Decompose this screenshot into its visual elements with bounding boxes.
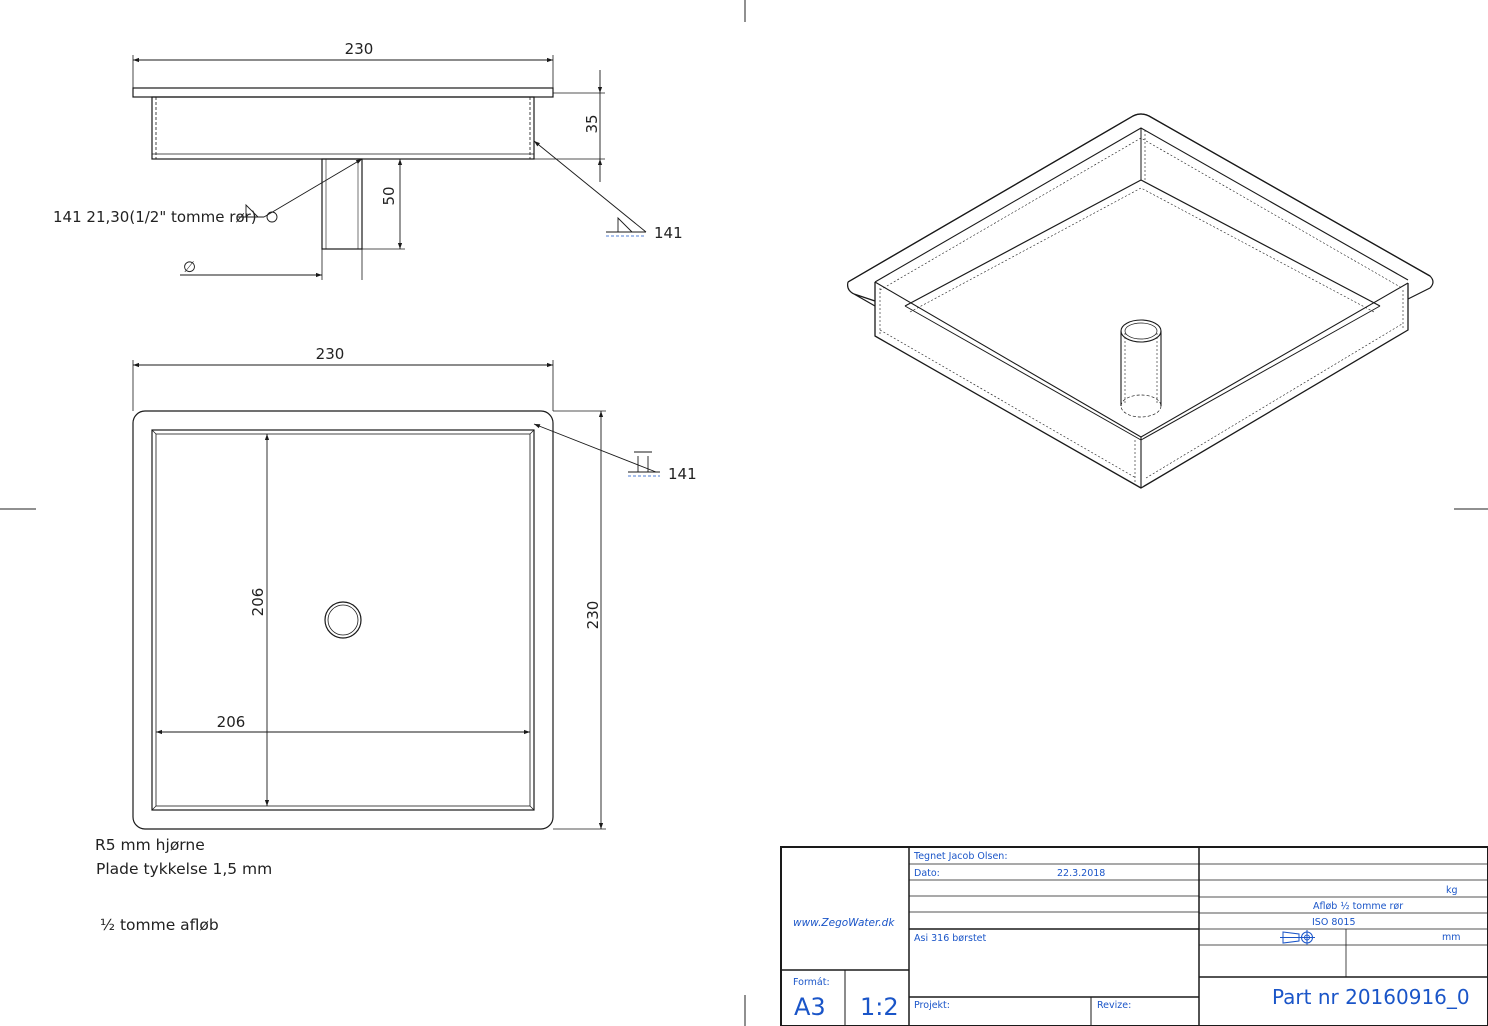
front-view — [132, 55, 647, 280]
front-width-label: 230 — [345, 40, 374, 58]
front-pipe — [321, 158, 363, 250]
unit-label: mm — [1442, 932, 1461, 943]
top-height-label: 230 — [584, 601, 602, 630]
weight-unit: kg — [1446, 885, 1458, 896]
inner-height-label: 206 — [249, 588, 267, 617]
note-drain: ½ tomme afløb — [100, 916, 219, 934]
top-view-labels: 230 230 206 206 141 — [217, 345, 697, 731]
drain-hole — [324, 601, 362, 639]
project-label: Projekt: — [914, 1000, 950, 1011]
title-block — [780, 846, 1488, 1026]
weld-left-label: 141 21,30(1/2" tomme rør) — [53, 208, 257, 226]
front-body — [151, 96, 535, 160]
note-corner-radius: R5 mm hjørne — [95, 836, 205, 854]
date-label: Dato: — [914, 868, 940, 879]
description-label: Afløb ½ tomme rør — [1313, 901, 1404, 912]
top-weld-label: 141 — [668, 465, 697, 483]
top-width-label: 230 — [316, 345, 345, 363]
isometric-view — [847, 113, 1434, 489]
drawn-by-label: Tegnet Jacob Olsen: — [914, 851, 1008, 862]
front-height-label: 35 — [583, 114, 601, 133]
top-inner-outline — [151, 429, 535, 811]
top-outer-outline — [132, 410, 554, 830]
material-label: Asi 316 børstet — [914, 933, 987, 944]
standard-label: ISO 8015 — [1312, 917, 1356, 928]
diameter-symbol: ∅ — [183, 258, 196, 276]
inner-width-label: 206 — [217, 713, 246, 731]
weld-right-label: 141 — [654, 224, 683, 242]
scale-value: 1:2 — [860, 993, 899, 1021]
website-label: www.ZegoWater.dk — [793, 917, 895, 929]
front-flange — [132, 87, 554, 98]
revision-label: Revize: — [1097, 1000, 1132, 1011]
date-value: 22.3.2018 — [1057, 868, 1106, 879]
pipe-length-label: 50 — [380, 186, 398, 205]
projection-symbol-icon — [1280, 930, 1315, 945]
top-view — [132, 360, 660, 830]
format-value: A3 — [794, 993, 826, 1021]
format-label: Formát: — [793, 977, 830, 988]
note-plate-thickness: Plade tykkelse 1,5 mm — [96, 860, 273, 878]
part-number: Part nr 20160916_0 — [1272, 985, 1470, 1009]
front-view-labels: 230 35 50 141 21,30(1/2" tomme rør) ∅ 14… — [53, 40, 683, 276]
